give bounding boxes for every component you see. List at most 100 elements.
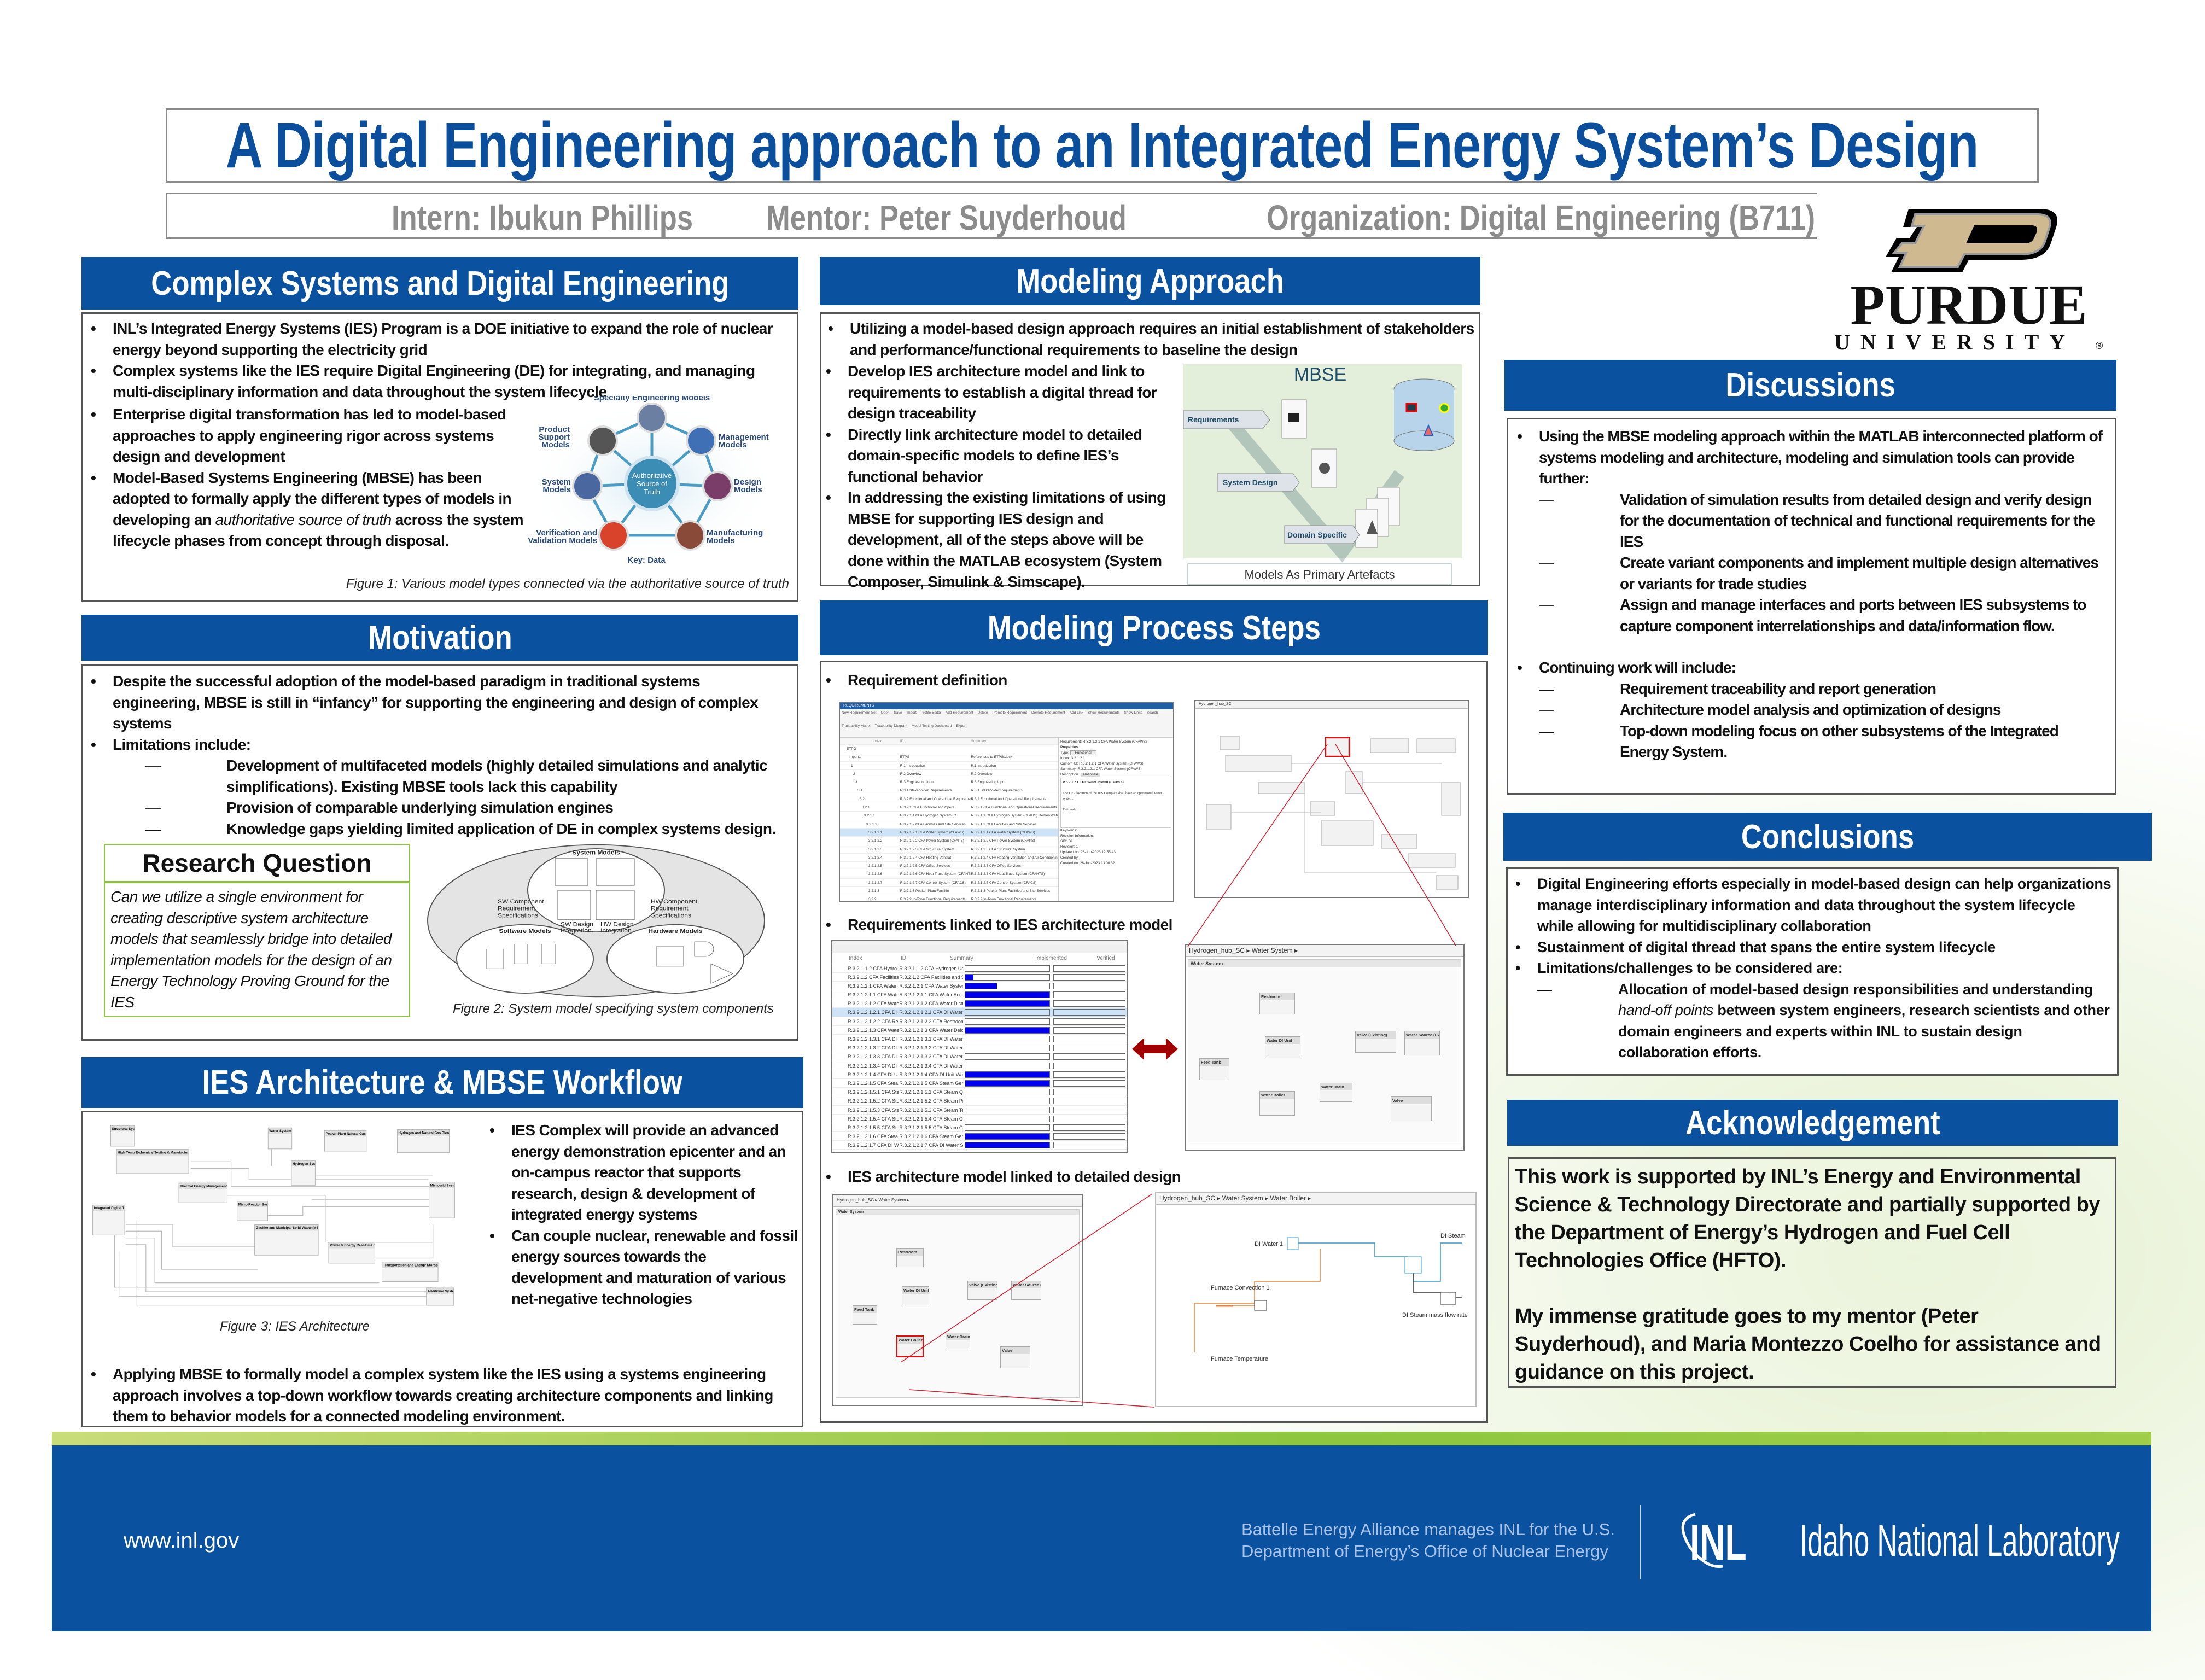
- rationale-tab[interactable]: Rationale: [1081, 773, 1101, 777]
- toolbar-button[interactable]: Show Requirements: [1088, 711, 1120, 715]
- link-table-row[interactable]: R.3.2.1.2.1.4 CFA DI U...R.3.2.1.2.1.4 C…: [832, 1070, 1127, 1079]
- toolbar-button[interactable]: Demote Requirement: [1031, 711, 1065, 715]
- toolbar-button[interactable]: Search: [1146, 711, 1158, 715]
- link-table-row[interactable]: R.3.2.1.2 CFA Facilities and Sit...R.3.2…: [832, 973, 1127, 982]
- arch-block[interactable]: Thermal Energy Management System: [178, 1182, 228, 1203]
- arch-block[interactable]: Water System: [267, 1127, 293, 1150]
- toolbar-button[interactable]: Traceability Matrix: [842, 724, 871, 728]
- link-table-row[interactable]: R.3.2.1.2.1 CFA Water ...R.3.2.1.2.1 CFA…: [832, 982, 1127, 991]
- toolbar-button[interactable]: Import: [906, 711, 917, 715]
- link-table-row[interactable]: R.3.2.1.2.1.3.1 CFA DI ...R.3.2.1.2.1.3.…: [832, 1035, 1127, 1044]
- toolbar-button[interactable]: New Requirement Set: [842, 711, 877, 715]
- water-block[interactable]: Valve (Existing): [1355, 1031, 1396, 1053]
- link-table-row[interactable]: R.3.2.1.2.1.5.5 CFA Ste...R.3.2.1.2.1.5.…: [832, 1123, 1127, 1133]
- toolbar-button[interactable]: Add Requirement: [945, 711, 973, 715]
- toolbar-button[interactable]: Delete: [977, 711, 988, 715]
- requirement-row[interactable]: ETPG: [840, 745, 1058, 754]
- water-block[interactable]: Water Drain: [1320, 1083, 1352, 1102]
- type-dropdown[interactable]: Functional: [1070, 750, 1096, 755]
- link-table-row[interactable]: R.3.2.1.2.1.1 CFA Wate...R.3.2.1.2.1.1 C…: [832, 990, 1127, 1000]
- link-table-row[interactable]: R.3.2.1.2.1.5.4 CFA Ste...R.3.2.1.2.1.5.…: [832, 1115, 1127, 1123]
- arch-block[interactable]: Power & Energy Real-Time System: [328, 1241, 375, 1264]
- water-block[interactable]: Restroom: [1259, 993, 1295, 1014]
- water-block[interactable]: Valve (Existing): [967, 1281, 998, 1300]
- canvas-title: Water System: [1188, 960, 1461, 967]
- water-block[interactable]: Water DI Unit: [902, 1286, 929, 1305]
- arch-block[interactable]: Microgrid System: [429, 1182, 455, 1218]
- water-block[interactable]: Water DI Unit: [1265, 1036, 1300, 1058]
- footer-url[interactable]: www.inl.gov: [124, 1529, 240, 1553]
- toolbar-button[interactable]: Promote Requirement: [992, 711, 1027, 715]
- link-table-row[interactable]: R.3.2.1.2.1.3.2 CFA DI ...R.3.2.1.2.1.3.…: [832, 1043, 1127, 1053]
- link-table-row[interactable]: R.3.2.1.2.1.2.2 CFA Re...R.3.2.1.2.1.2.2…: [832, 1017, 1127, 1026]
- link-table-row[interactable]: R.3.2.1.1.2 CFA Hydro...R.3.2.1.1.2 CFA …: [832, 964, 1127, 973]
- water-block[interactable]: Restroom: [896, 1248, 924, 1267]
- water-block-selected[interactable]: Water Boiler: [896, 1335, 924, 1357]
- water-block[interactable]: Water Source (Existing): [1011, 1281, 1041, 1300]
- toolbar-button[interactable]: Show Links: [1124, 711, 1142, 715]
- arch-block[interactable]: Structural System: [110, 1125, 135, 1147]
- link-table-row[interactable]: R.3.2.1.2.1.3.3 CFA DI ...R.3.2.1.2.1.3.…: [832, 1052, 1127, 1061]
- breadcrumb[interactable]: Hydrogen_hub_SC ▸ Water System ▸: [1186, 945, 1463, 957]
- arch-block[interactable]: Integrated Digital Twin: [92, 1204, 125, 1235]
- breadcrumb[interactable]: Hydrogen_hub_SC: [1195, 701, 1468, 709]
- ribbon-tab[interactable]: REQUIREMENTS: [840, 703, 1173, 709]
- breadcrumb[interactable]: Hydrogen_hub_SC ▸ Water System ▸ Water B…: [1156, 1193, 1475, 1205]
- water-block[interactable]: Valve: [1000, 1346, 1030, 1368]
- arch-block[interactable]: Gasifier and Municipal Solid Waste (MSW)…: [254, 1224, 319, 1256]
- arch-block[interactable]: Hydrogen System: [291, 1160, 316, 1186]
- link-table-row[interactable]: R.3.2.1.2.1.5.1 CFA Ste...R.3.2.1.2.1.5.…: [832, 1088, 1127, 1097]
- link-table-row[interactable]: R.3.2.1.2.1.3 CFA Wate...R.3.2.1.2.1.3 C…: [832, 1026, 1127, 1035]
- link-table-row[interactable]: R.3.2.1.2.1.2.1 CFA DI ...R.3.2.1.2.1.2.…: [832, 1008, 1127, 1017]
- cell: 2: [853, 772, 855, 776]
- link-table-row[interactable]: R.3.2.1.2.1.7 CFA DI W...R.3.2.1.2.1.7 C…: [832, 1141, 1127, 1150]
- link-table-row[interactable]: R.3.2.1.2.1.6 CFA Stea...R.3.2.1.2.1.6 C…: [832, 1132, 1127, 1141]
- link-table-row[interactable]: R.3.2.1.2.1.5.2 CFA Ste...R.3.2.1.2.1.5.…: [832, 1096, 1127, 1106]
- toolbar-button[interactable]: Add Link: [1069, 711, 1084, 715]
- link-table-row[interactable]: R.3.2.1.2.1.5.3 CFA Ste...R.3.2.1.2.1.5.…: [832, 1106, 1127, 1115]
- water-block[interactable]: Water Source (Existing): [1404, 1031, 1440, 1055]
- arch-block[interactable]: Hydrogen and Natural Gas Blending Skid: [397, 1129, 450, 1153]
- arch-block[interactable]: Peaker Plant Natural Gas System: [324, 1130, 367, 1152]
- toolbar-button[interactable]: Export: [956, 724, 967, 728]
- toolbar-button[interactable]: Save: [894, 711, 902, 715]
- water-block[interactable]: Valve: [1391, 1096, 1432, 1121]
- water-block[interactable]: Water Boiler: [1259, 1091, 1295, 1116]
- link-table-row[interactable]: R.3.2.1.2.1.2 CFA Wate...R.3.2.1.2.1.2 C…: [832, 999, 1127, 1008]
- breadcrumb[interactable]: Hydrogen_hub_SC ▸ Water System ▸: [833, 1195, 1082, 1207]
- link-table-row[interactable]: R.3.2.1.2.1.5 CFA Stea...R.3.2.1.2.1.5 C…: [832, 1079, 1127, 1088]
- toolbar-button[interactable]: Model Testing Dashboard: [911, 724, 952, 728]
- bullet: Limitations/challenges to be considered …: [1511, 958, 2113, 1063]
- arch-block[interactable]: Transportation and Energy Storage System: [382, 1262, 439, 1282]
- water-block[interactable]: Water Drain: [946, 1333, 970, 1349]
- arch-block[interactable]: Additional Systems: [426, 1287, 454, 1306]
- water-block[interactable]: Feed Tank: [853, 1305, 877, 1325]
- verified-bar: [1053, 1045, 1125, 1052]
- toolbar-button[interactable]: Open: [880, 711, 890, 715]
- water-block[interactable]: Feed Tank: [1199, 1058, 1229, 1080]
- description-tab[interactable]: Description: [1060, 773, 1078, 777]
- arch-block[interactable]: Micro-Reactor System: [237, 1201, 268, 1221]
- toolbar-button[interactable]: Traceability Diagram: [874, 724, 907, 728]
- toolbar-button[interactable]: Profile Editor: [920, 711, 941, 715]
- link-table-row[interactable]: R.3.2.1.2.1.3.4 CFA DI ...R.3.2.1.2.1.3.…: [832, 1061, 1127, 1070]
- arch-block[interactable]: High Temp E-chemical Testing & Manufactu…: [116, 1149, 189, 1174]
